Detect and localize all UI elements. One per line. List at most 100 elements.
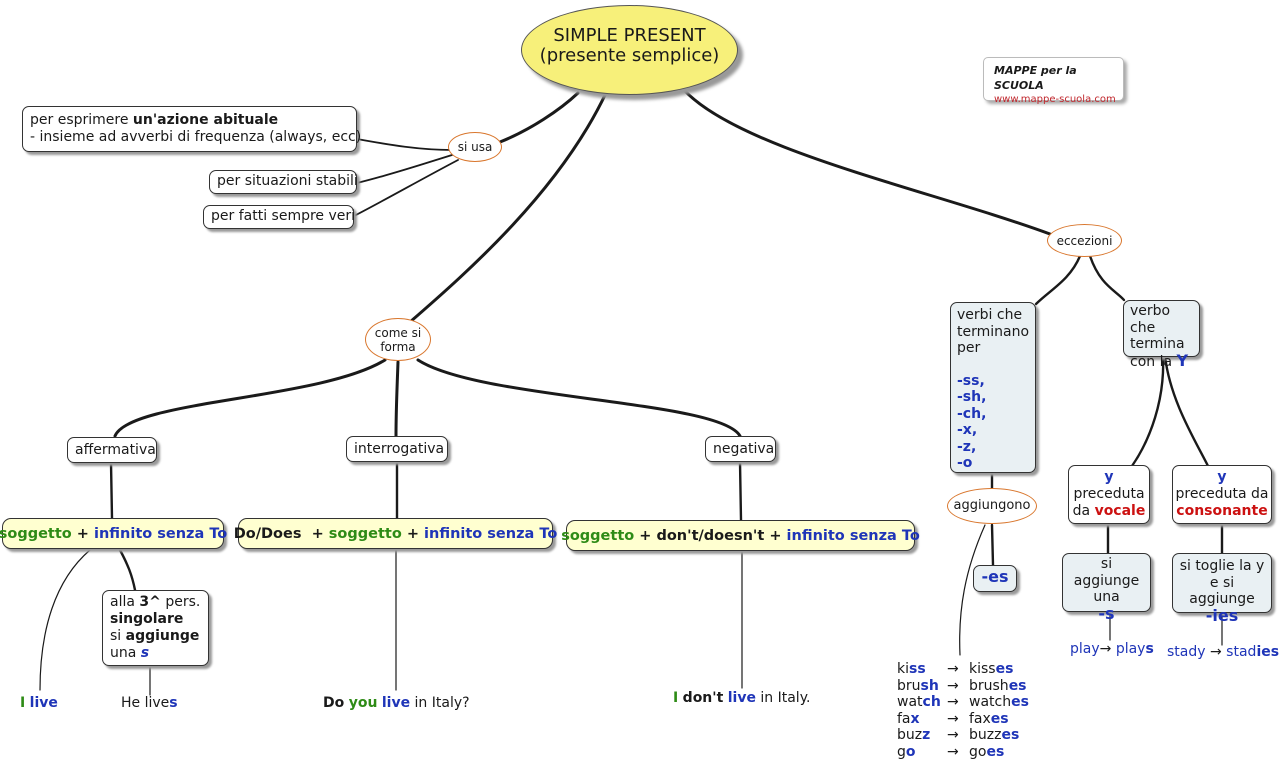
ex-arrow: → <box>947 677 959 694</box>
note-aggiunge: aggiunge <box>125 628 200 644</box>
ex-base: wat <box>897 694 923 710</box>
ex-arrow: → <box>947 661 959 677</box>
ex-live: live <box>29 695 58 711</box>
formula-plus: + <box>301 525 329 542</box>
y-vocale-l2: preceduta <box>1073 486 1145 502</box>
es-example-row: brush→brushes <box>897 678 1029 695</box>
eccezioni-label: eccezioni <box>1056 233 1113 248</box>
ex-play: play <box>1070 641 1100 657</box>
ex-base: fa <box>897 710 911 727</box>
note-una: una <box>110 645 141 661</box>
ex-i: I <box>20 695 26 711</box>
ex-i: I <box>673 690 679 706</box>
example-i-live: I live <box>20 695 58 711</box>
ex-rest: in Italy? <box>410 695 470 711</box>
note-singolare: singolare <box>110 611 184 627</box>
ex-base-end: o <box>905 743 916 760</box>
formula-soggetto: soggetto <box>328 525 402 542</box>
interrogativa-label: interrogativa <box>354 441 445 457</box>
aggiungono-label: aggiungono <box>953 498 1031 513</box>
usage-stable-text: per situazioni stabili <box>217 173 358 189</box>
interrogativa-box: interrogativa <box>346 436 448 462</box>
negativa-label: negativa <box>713 441 775 457</box>
si-usa-node: si usa <box>448 132 502 162</box>
ex-base-end: ss <box>909 661 926 677</box>
y-consonante-box: y preceduta da consonante <box>1172 465 1272 524</box>
come-si-forma-l2: forma <box>380 339 416 354</box>
es-example-row: buzz→buzzes <box>897 727 1029 744</box>
usage-habitual-text: per esprimere <box>30 112 133 128</box>
ex-arrow: → <box>1099 641 1112 657</box>
formula-soggetto: soggetto <box>0 525 72 542</box>
note-text: alla <box>110 594 140 610</box>
usage-habitual-bold: un'azione abituale <box>132 112 279 128</box>
ex-result-end: es <box>1011 694 1029 710</box>
add-ies-rule: si toglie la y e si aggiunge -ies <box>1172 553 1272 623</box>
negativa-formula: soggetto + don't/doesn't + infinito senz… <box>561 520 920 551</box>
ex-result: fax <box>969 710 991 727</box>
endings-text-l1: verbi che <box>957 307 1023 323</box>
title-line2: (presente semplice) <box>539 45 720 66</box>
ex-arrow: → <box>1210 644 1222 660</box>
ex-result: buzz <box>969 727 1002 743</box>
logo-box: MAPPE per la SCUOLA www.mappe-scuola.com <box>983 57 1124 105</box>
logo-title: MAPPE per la SCUOLA <box>994 64 1077 92</box>
ex-result: kiss <box>969 661 996 677</box>
ex-base: g <box>897 743 906 760</box>
ex-arrow: → <box>947 743 959 760</box>
ex-live: live <box>727 690 756 706</box>
ex-result: go <box>969 743 987 760</box>
y-consonante-l2: preceduta da <box>1175 486 1269 502</box>
ex-result: watch <box>969 694 1012 710</box>
ex-stadies: stad <box>1221 644 1257 660</box>
ex-he-live: He live <box>121 695 170 711</box>
usage-stable-box: per situazioni stabili <box>209 170 358 194</box>
ex-stady: stady <box>1167 644 1206 660</box>
es-box: -es <box>973 565 1017 592</box>
affermativa-label: affermativa <box>75 442 156 458</box>
endings-text-l3: per <box>957 340 981 356</box>
ex-result: brush <box>969 677 1009 694</box>
formula-infinito: infinito senza To <box>424 525 558 542</box>
example-he-lives: He lives <box>121 695 178 711</box>
formula-soggetto: soggetto <box>561 527 635 544</box>
usage-facts-text: per fatti sempre veri <box>211 208 356 224</box>
si-usa-label: si usa <box>457 140 493 154</box>
formula-infinito: infinito senza To <box>786 527 920 544</box>
example-play: play→ plays <box>1070 641 1154 657</box>
affermativa-box: affermativa <box>67 437 157 463</box>
ex-do: Do <box>323 695 345 711</box>
ex-base: buz <box>897 727 923 743</box>
note-si: si <box>110 628 126 644</box>
title-node: SIMPLE PRESENT (presente semplice) <box>521 5 738 95</box>
add-ies-l1: si toglie la y <box>1179 558 1265 574</box>
note-3: 3^ <box>139 594 161 610</box>
ex-base-end: z <box>922 727 931 743</box>
come-si-forma-l1: come si <box>374 325 422 340</box>
negativa-box: negativa <box>705 436 776 462</box>
ex-plays: play <box>1111 641 1146 657</box>
endings-box: verbi che terminano per -ss, -sh, -ch, -… <box>950 302 1036 473</box>
ex-you: you <box>348 695 378 711</box>
note-s: s <box>140 645 150 661</box>
add-s-label: -s <box>1098 603 1115 623</box>
ex-result-end: es <box>995 661 1014 677</box>
ex-dont: don't <box>682 690 724 706</box>
ex-arrow: → <box>947 727 959 743</box>
ex-base-end: x <box>910 710 920 727</box>
ex-base: bru <box>897 677 921 694</box>
ex-arrow: → <box>947 710 959 727</box>
y-ending-l2: termina <box>1130 336 1185 352</box>
formula-infinito: infinito senza To <box>94 525 228 542</box>
y-ending-l3: con la <box>1130 353 1177 370</box>
example-negative: I don't live in Italy. <box>673 690 810 706</box>
ex-base-end: sh <box>920 677 939 694</box>
y-ending-box: verbo che termina con la Y <box>1123 300 1200 370</box>
example-question: Do you live in Italy? <box>323 695 470 711</box>
y-vocale-da: da <box>1072 503 1095 519</box>
endings-text-l2: terminano <box>957 323 1030 340</box>
usage-facts-box: per fatti sempre veri <box>203 205 356 229</box>
add-s-l2: una <box>1093 589 1120 605</box>
interrogativa-formula: Do/Does + soggetto + infinito senza To <box>234 518 557 549</box>
ending-ss: -ss, <box>957 372 985 389</box>
